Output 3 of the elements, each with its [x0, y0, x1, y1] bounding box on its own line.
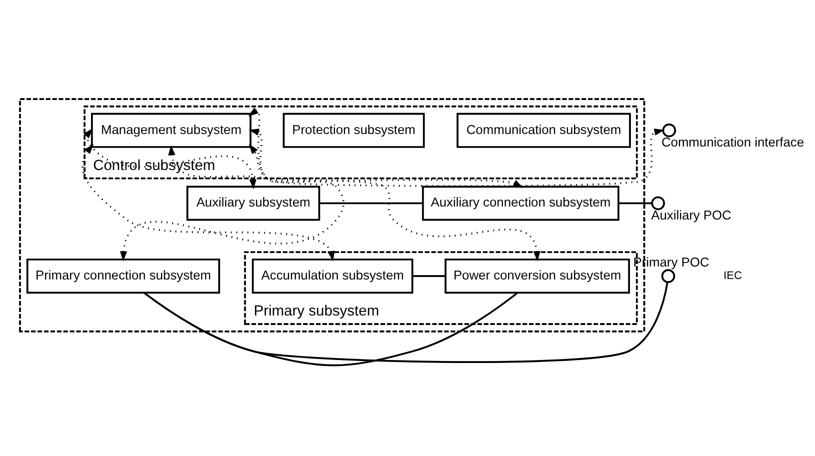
- node-label: Auxiliary POC: [651, 207, 732, 222]
- node-label: Communication interface: [661, 134, 804, 150]
- label: IEC: [724, 269, 742, 282]
